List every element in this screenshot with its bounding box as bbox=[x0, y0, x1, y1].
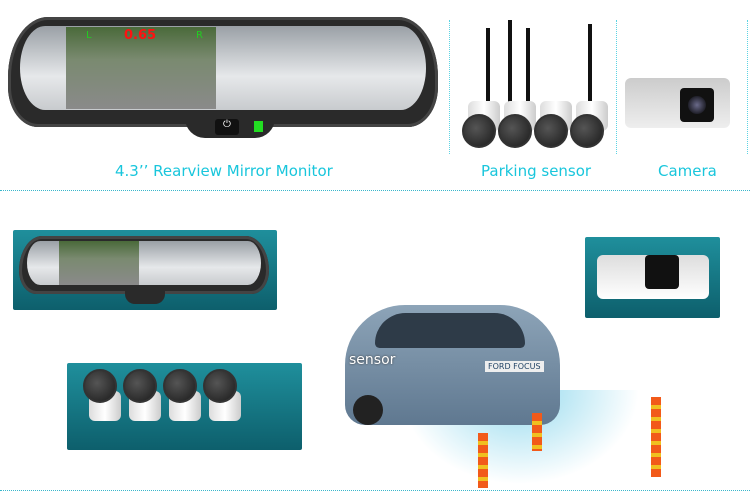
car-plate: FORD FOCUS bbox=[485, 361, 544, 372]
status-led bbox=[254, 121, 263, 132]
power-button: ⏻ bbox=[215, 119, 239, 135]
mirror-screen: L 0.65 R bbox=[66, 27, 216, 109]
screen-right-label: R bbox=[196, 30, 203, 41]
traffic-cone bbox=[532, 413, 542, 451]
caption-mirror: 4.3’’ Rearview Mirror Monitor bbox=[115, 162, 333, 180]
sensors-panel bbox=[67, 363, 302, 450]
divider bbox=[747, 20, 748, 154]
screen-left-label: L bbox=[86, 30, 92, 41]
caption-camera: Camera bbox=[658, 162, 717, 180]
camera-panel bbox=[585, 237, 720, 318]
divider bbox=[449, 20, 450, 154]
caption-parking-sensor: Parking sensor bbox=[481, 162, 592, 180]
sensor-label: sensor bbox=[349, 352, 396, 368]
divider bbox=[616, 20, 617, 154]
traffic-cone bbox=[478, 433, 488, 488]
mirror-panel bbox=[13, 230, 277, 310]
camera-image bbox=[625, 78, 730, 128]
section-divider bbox=[0, 190, 750, 191]
bottom-divider bbox=[0, 490, 750, 491]
car-image: FORD FOCUS bbox=[345, 305, 560, 425]
parking-sensors-image bbox=[458, 18, 608, 148]
screen-distance: 0.65 bbox=[124, 28, 157, 43]
traffic-cone bbox=[651, 397, 661, 477]
